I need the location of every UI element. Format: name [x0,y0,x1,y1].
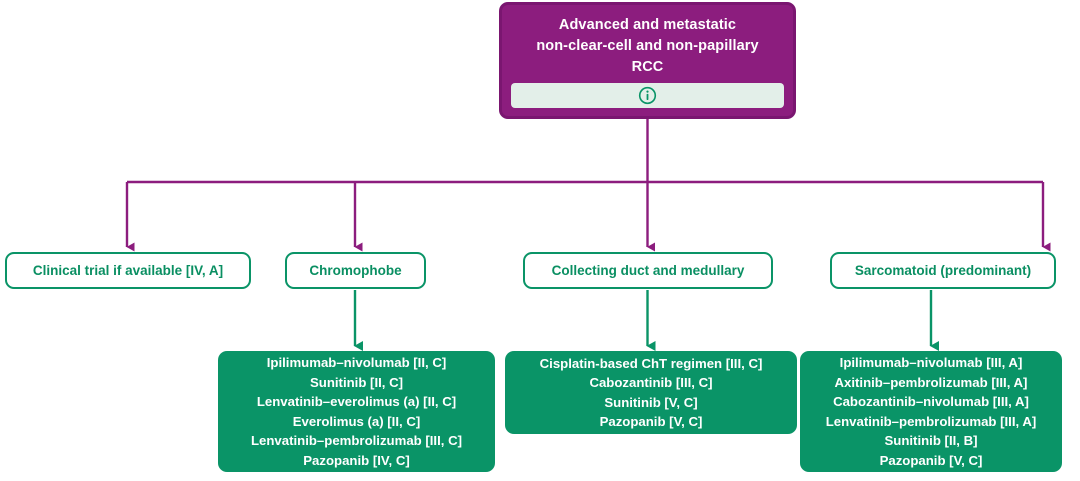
treatment-line: Pazopanib [IV, C] [303,452,410,468]
treatment-node-collecting-duct-medullary: Cisplatin-based ChT regimen [III, C] Cab… [505,351,797,434]
treatment-line: Sunitinib [V, C] [604,394,698,410]
treatment-line: Pazopanib [V, C] [879,452,983,468]
treatment-line: Everolimus (a) [II, C] [292,413,421,429]
category-node-sarcomatoid[interactable]: Sarcomatoid (predominant) [830,252,1056,289]
category-node-collecting-duct-medullary[interactable]: Collecting duct and medullary [523,252,773,289]
root-title-line-1: Advanced and metastatic [558,17,737,33]
treatment-line: Pazopanib [V, C] [599,414,703,429]
treatment-line: Lenvatinib–everolimus (a) [II, C] [256,394,457,409]
root-node-advanced-metastatic-rcc: Advanced and metastatic non-clear-cell a… [499,2,796,119]
treatment-line: Lenvatinib–pembrolizumab [III, C] [250,433,463,448]
treatment-line: Cabozantinib [III, C] [589,375,713,390]
root-title-line-2: non-clear-cell and non-papillary [536,38,759,54]
category-label: Clinical trial if available [IV, A] [32,262,224,278]
treatment-node-chromophobe: Ipilimumab–nivolumab [II, C] Sunitinib [… [218,351,495,472]
root-info-bar[interactable] [511,83,784,108]
category-label: Collecting duct and medullary [551,262,745,278]
treatment-line: Cisplatin-based ChT regimen [III, C] [539,355,763,371]
category-label: Chromophobe [309,262,402,278]
treatment-line: Axitinib–pembrolizumab [III, A] [834,374,1028,390]
treatment-line: Lenvatinib–pembrolizumab [III, A] [825,413,1037,429]
category-label: Sarcomatoid (predominant) [854,262,1032,278]
treatment-line: Sunitinib [II, B] [884,433,978,448]
treatment-node-sarcomatoid: Ipilimumab–nivolumab [III, A] Axitinib–p… [800,351,1062,472]
treatment-line: Ipilimumab–nivolumab [III, A] [839,355,1023,370]
info-circle-icon[interactable] [638,86,657,105]
treatment-line: Sunitinib [II, C] [309,374,404,390]
treatment-line: Ipilimumab–nivolumab [II, C] [266,355,447,370]
category-node-clinical-trial[interactable]: Clinical trial if available [IV, A] [5,252,251,289]
treatment-line: Cabozantinib–nivolumab [III, A] [833,394,1029,409]
root-title-line-3: RCC [631,59,664,75]
root-node-title: Advanced and metastatic non-clear-cell a… [502,5,793,78]
category-node-chromophobe[interactable]: Chromophobe [285,252,426,289]
